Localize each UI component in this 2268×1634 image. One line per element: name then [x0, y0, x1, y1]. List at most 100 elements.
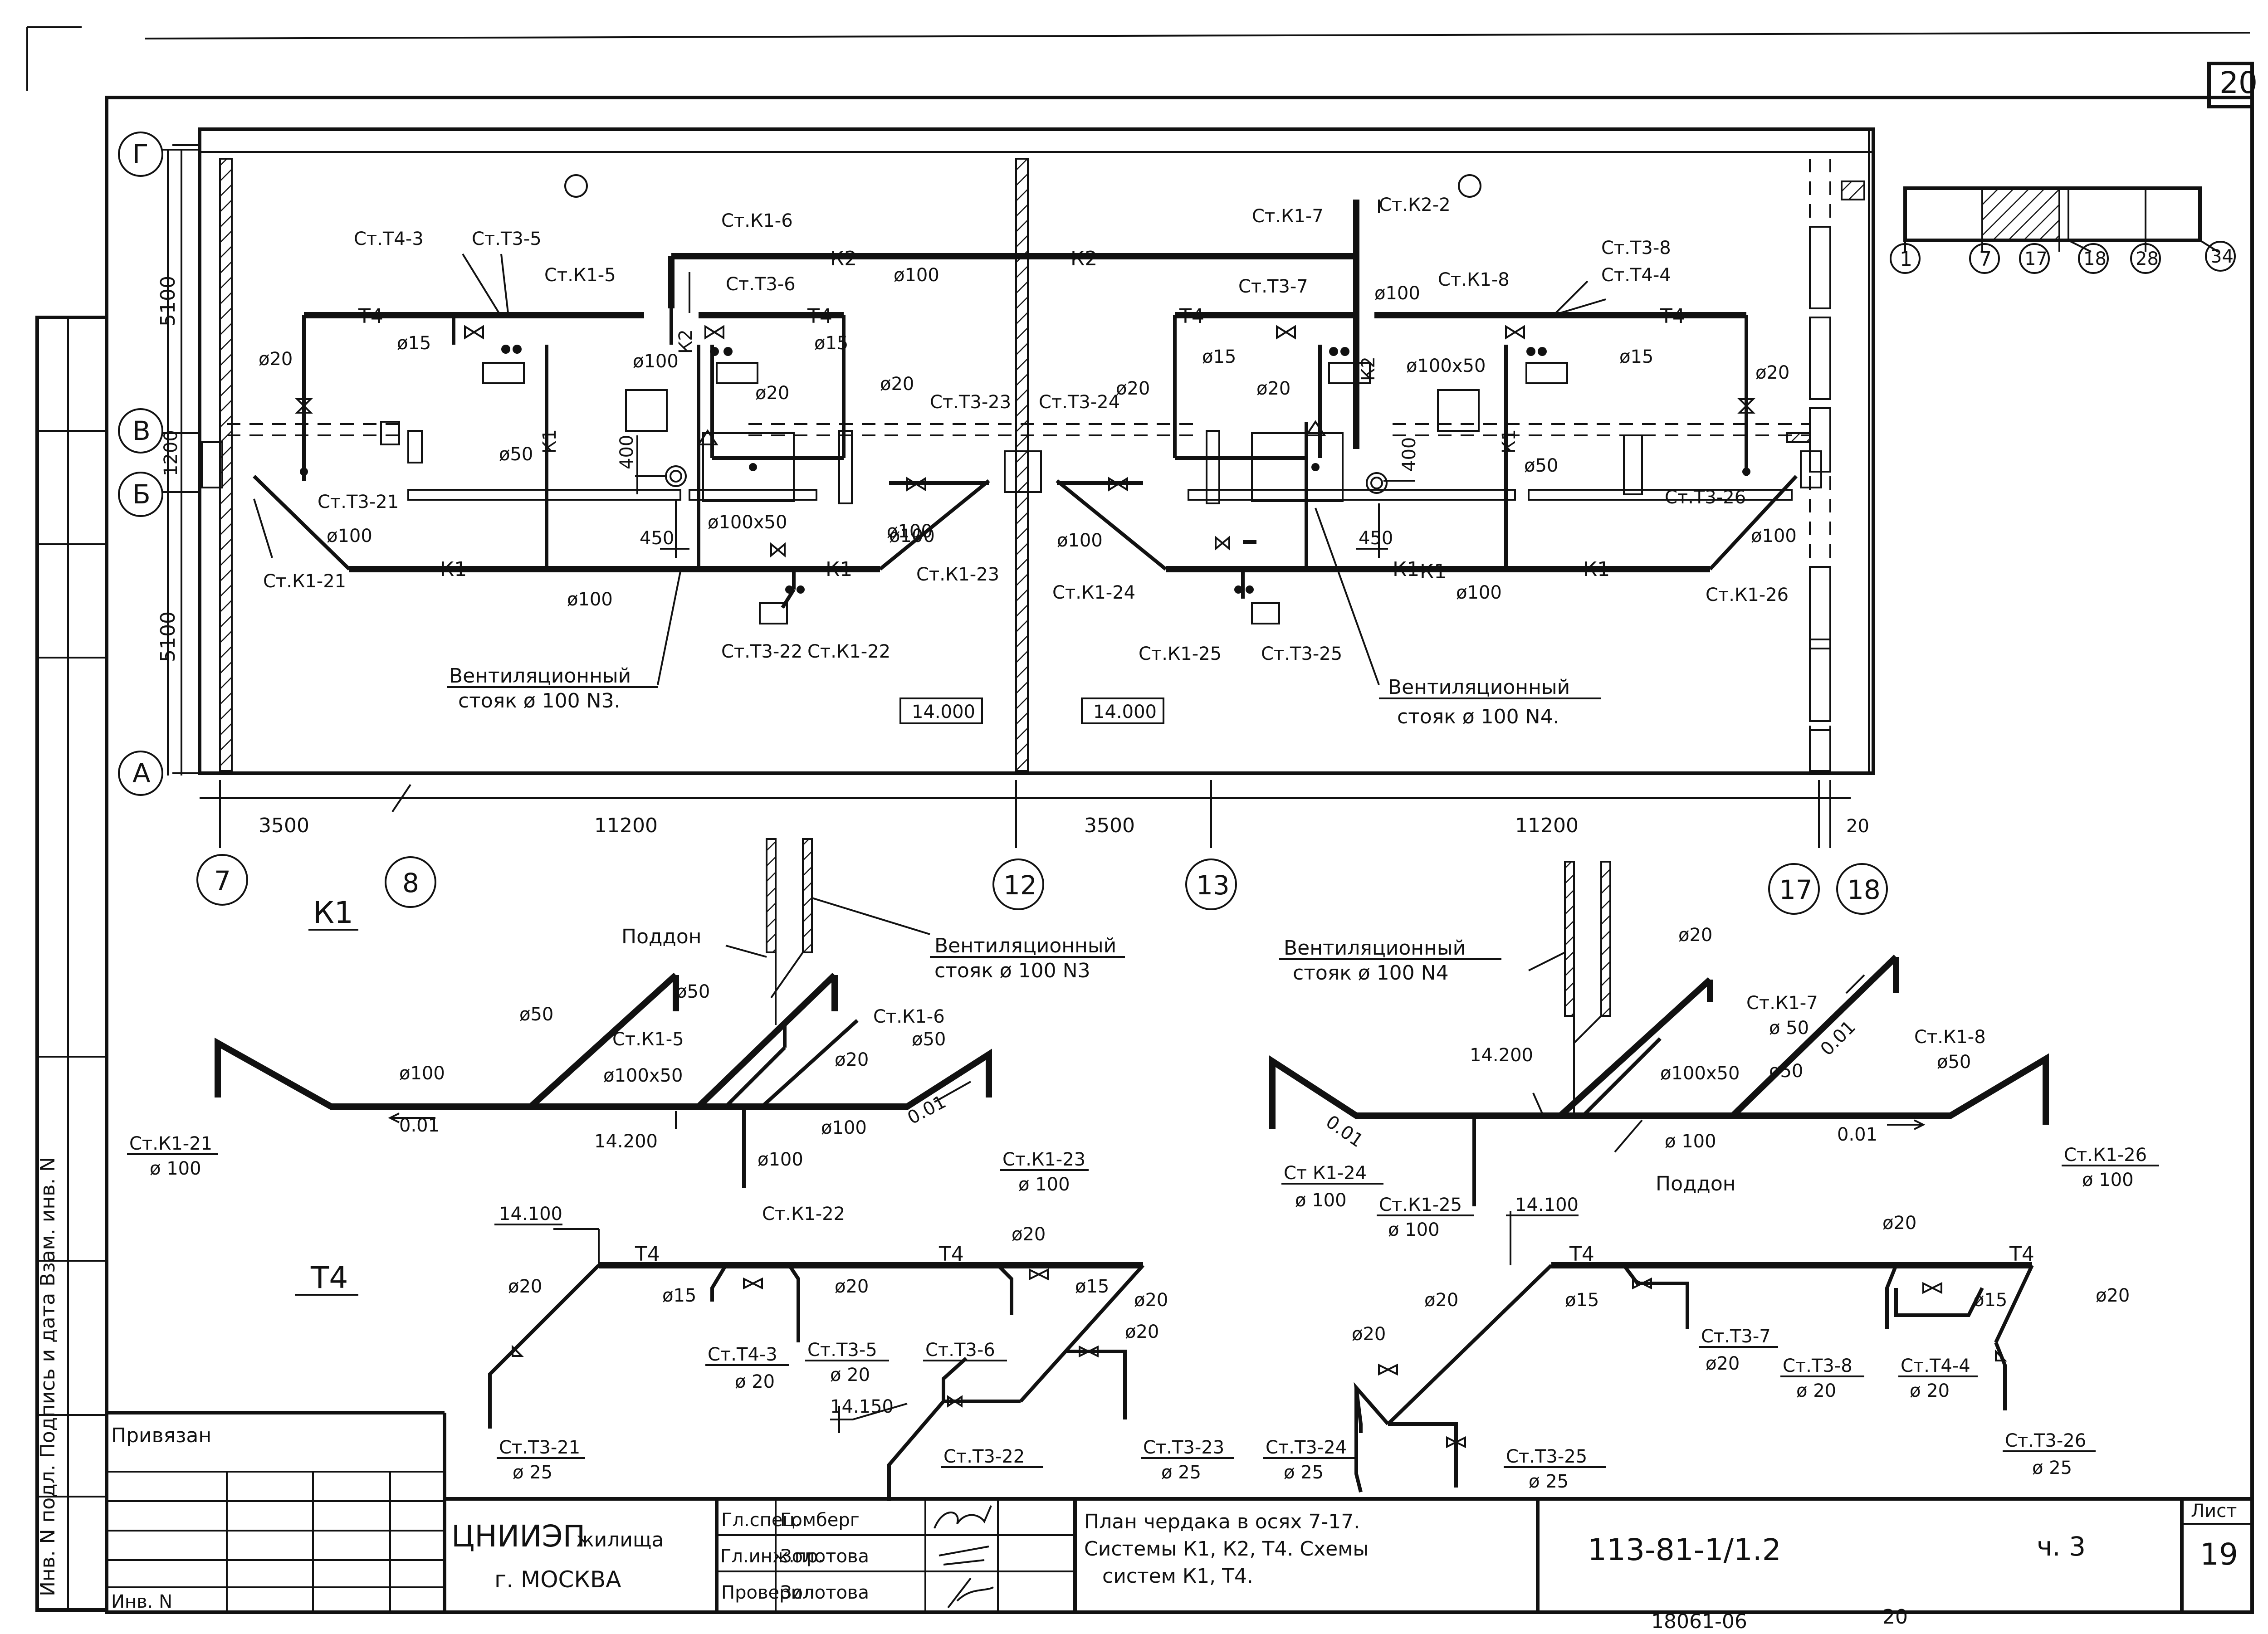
scheme-t4-label-3: ø20 — [508, 1276, 542, 1297]
scheme-t4-label-7: ø15 — [1075, 1276, 1109, 1297]
scheme-t4-label-11: Ст.Т3-5 — [807, 1340, 877, 1361]
scheme-t4-label-36: Ст.Т3-24 — [1266, 1437, 1347, 1458]
svg-text:17: 17 — [1779, 874, 1813, 905]
svg-text:Б: Б — [132, 479, 151, 510]
plan-dia-15: ø20 — [1256, 378, 1290, 399]
plan-pipe-k1-d: К1 — [1583, 558, 1610, 581]
title-block-org-2: жилища — [576, 1528, 664, 1551]
plan-pipe-k1-riser-b: К1 — [1499, 429, 1520, 454]
title-block-name-1: Гомберг — [780, 1510, 860, 1531]
scheme-t4-label-38: Ст.Т3-25 — [1506, 1446, 1587, 1467]
axis-col-13: 13 — [1185, 858, 1237, 910]
svg-text:7: 7 — [214, 865, 231, 896]
scheme-t4-label-5: ø15 — [662, 1285, 696, 1306]
title-block-name-2: Золотова — [780, 1546, 869, 1567]
dim-bottom-4: 11200 — [1515, 814, 1579, 837]
plan-riser-t3-24: Ст.Т3-24 — [1039, 392, 1120, 413]
plan-pipe-k1-e: К1 — [1420, 560, 1447, 583]
scheme-t4-label-23: Т4 — [2009, 1243, 2034, 1266]
scheme-t4-label-8: ø20 — [1134, 1290, 1168, 1311]
title-block-title-1: План чердака в осях 7-17. — [1084, 1510, 1360, 1533]
plan-level-2: 14.000 — [1081, 697, 1164, 724]
scheme-k1-label-3: 0.01 — [399, 1115, 440, 1136]
key-plan-axis-17: 17 — [2019, 243, 2050, 274]
plan-dia-21: ø100 — [1057, 530, 1103, 551]
plan-dia-14: ø15 — [1202, 346, 1236, 367]
scheme-k1-label-25: 14.200 — [1470, 1045, 1533, 1066]
svg-text:8: 8 — [402, 868, 419, 898]
plan-dia-8: ø50 — [499, 444, 533, 465]
scheme-k1-label-6: ø50 — [676, 981, 710, 1002]
signature-1 — [934, 1505, 992, 1529]
plan-riser-k1-6: Ст.К1-6 — [721, 210, 793, 231]
axis-row-V: В — [118, 408, 200, 454]
scheme-t4-label-31: ø20 — [1706, 1353, 1740, 1374]
title-block-org-city: г. МОСКВА — [494, 1566, 621, 1593]
svg-text:12: 12 — [1003, 870, 1037, 901]
scheme-t4-label-15: 14.150 — [830, 1396, 894, 1417]
svg-text:В: В — [132, 415, 151, 446]
scheme-t4-pipes — [488, 1211, 2034, 1501]
axis-row-B: Б — [118, 472, 200, 517]
scheme-t4-label-22: Т4 — [1569, 1243, 1594, 1266]
key-plan-axis-18: 18 — [2078, 243, 2109, 274]
svg-text:Г: Г — [132, 139, 148, 170]
svg-text:14.000: 14.000 — [1093, 702, 1157, 722]
plan-pipe-k1-a: К1 — [440, 558, 467, 581]
sheet-number: 19 — [2200, 1537, 2238, 1572]
signature-2 — [938, 1546, 989, 1566]
scheme-t4-label-10: ø 20 — [735, 1371, 775, 1392]
plan-dim-400-a: 400 — [616, 435, 637, 469]
plan-riser-k1-8: Ст.К1-8 — [1438, 269, 1510, 290]
scheme-k1-label-24: ø50 — [1937, 1052, 1971, 1073]
key-plan-axis-28: 28 — [2130, 243, 2161, 274]
dim-bottom-2: 11200 — [594, 814, 658, 837]
plan-level-1: 14.000 — [899, 697, 983, 724]
plan-pipe-t4-c: Т4 — [1179, 305, 1204, 328]
plan-dia-12: ø100 — [887, 521, 933, 542]
scheme-k1-label-31: ø 100 — [1388, 1219, 1440, 1240]
plan-dia-5: ø100 — [633, 351, 679, 372]
scheme-t4-label-19: Ст.Т3-21 — [499, 1437, 580, 1458]
dim-left-1: 5100 — [156, 276, 180, 327]
plan-pipe-k2-riser-a: К2 — [675, 329, 696, 354]
title-block-role-1: Гл.спец. — [721, 1510, 801, 1531]
plan-dia-22: ø100 — [1456, 582, 1502, 603]
svg-text:1: 1 — [1900, 248, 1912, 271]
title-block-role-3: Проверил — [721, 1582, 814, 1603]
plan-dia-1: ø100 — [894, 265, 939, 286]
plan-dia-20: ø100 — [1374, 283, 1420, 304]
svg-text:14.000: 14.000 — [912, 702, 975, 722]
attic-plan-outline — [172, 127, 1875, 776]
scheme-t4-label-40: Ст.Т3-26 — [2005, 1430, 2086, 1451]
title-block-inv: Инв. N — [111, 1591, 172, 1612]
svg-text:34: 34 — [2210, 246, 2234, 267]
plan-riser-t4-3: Ст.Т4-3 — [354, 229, 424, 249]
plan-pipe-k1-riser-a: К1 — [539, 429, 560, 454]
dim-left-2: 1200 — [161, 430, 181, 476]
scheme-k1-label-14: Ст.К1-22 — [762, 1204, 845, 1224]
scheme-k1-label-22: ø50 — [1769, 1061, 1803, 1082]
plan-dia-10: ø100x50 — [708, 512, 787, 533]
scheme-t4-label-37: ø 25 — [1284, 1462, 1324, 1483]
scheme-t4-label-35: ø 20 — [1910, 1380, 1950, 1401]
scheme-k1-label-17: ø 100 — [1018, 1174, 1070, 1195]
plan-pipe-k2-riser-b: К2 — [1358, 356, 1379, 381]
scheme-t4-label-13: Ст.Т3-6 — [925, 1340, 995, 1361]
plan-dia-11: ø100 — [567, 589, 613, 610]
scheme-t4-label-29: ø20 — [1352, 1324, 1386, 1345]
scheme-t4-label-26: ø15 — [1565, 1290, 1599, 1311]
plan-dia-2: ø20 — [259, 349, 293, 370]
plan-pipe-k1-c: К1 — [1393, 558, 1419, 581]
svg-text:7: 7 — [1979, 248, 1992, 271]
plan-dia-24: ø100 — [889, 526, 935, 546]
plan-riser-t4-4: Ст.Т4-4 — [1601, 265, 1671, 286]
svg-text:13: 13 — [1196, 870, 1230, 901]
plan-dia-4: ø15 — [814, 333, 848, 354]
plan-vent-1-line1: Вентиляционный — [449, 664, 631, 688]
axis-col-17: 17 — [1768, 863, 1820, 915]
plan-riser-k1-22: Ст.К1-22 — [807, 641, 890, 662]
scheme-t4-label-30: Ст.Т3-7 — [1701, 1326, 1771, 1347]
title-block-title-2: Системы К1, К2, Т4. Схемы — [1084, 1537, 1369, 1561]
dim-bottom-3: 3500 — [1084, 814, 1135, 837]
